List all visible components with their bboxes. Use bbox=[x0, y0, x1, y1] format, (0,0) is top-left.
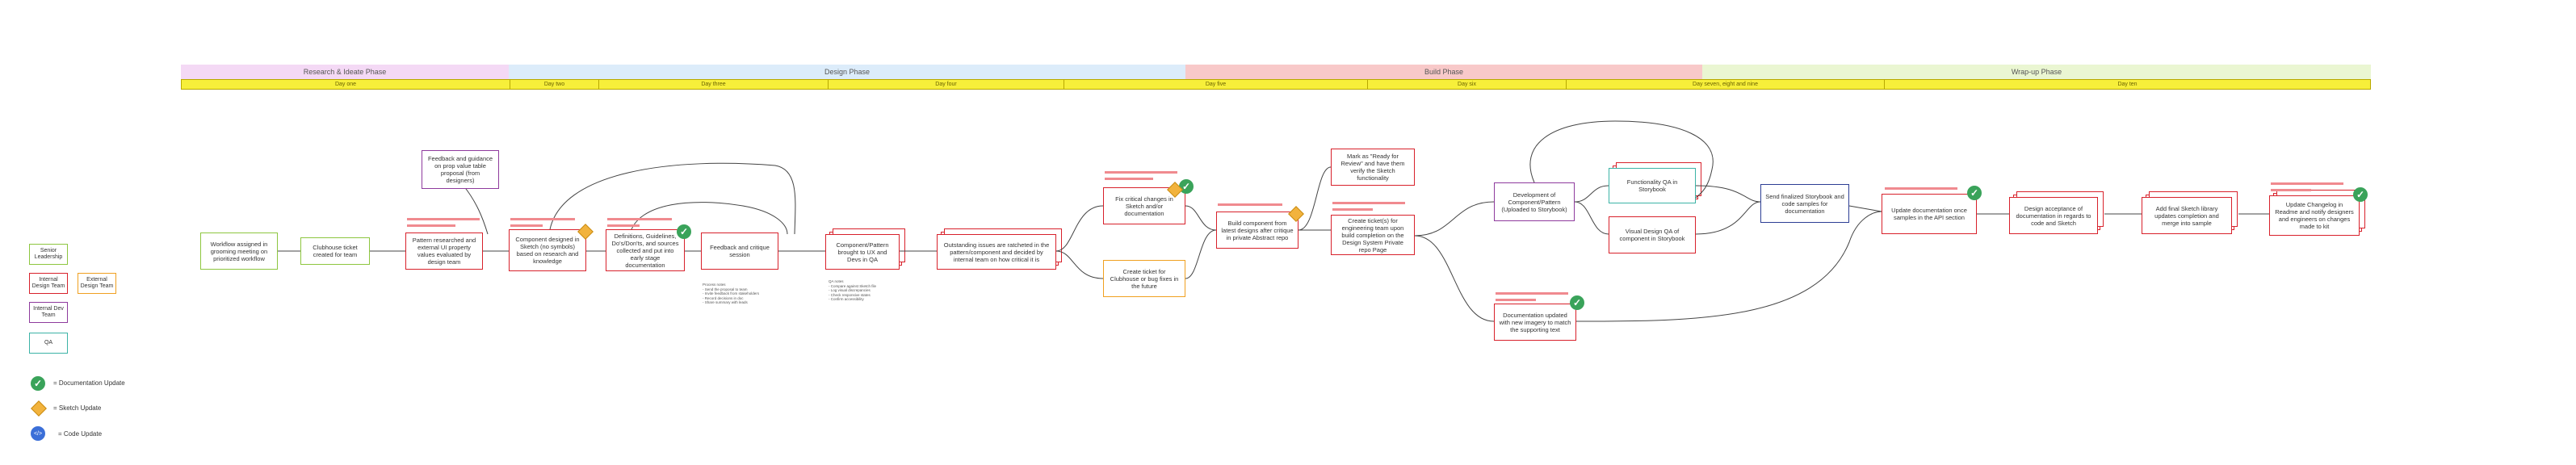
doc-marker bbox=[607, 224, 640, 227]
node-design-acceptance: Design acceptance of documentation in re… bbox=[2009, 191, 2104, 234]
node-feedback-critique: Feedback and critique session bbox=[701, 232, 778, 270]
legend-code-update-label: = Code Update bbox=[58, 430, 103, 438]
day-five: Day five bbox=[1064, 80, 1367, 89]
day-ten: Day ten bbox=[1884, 80, 2370, 89]
node-component-brought-qa: Component/Pattern brought to UX and Devs… bbox=[825, 228, 905, 270]
doc-marker bbox=[407, 218, 480, 220]
documentation-update-icon: ✓ bbox=[1967, 186, 1982, 200]
day-six: Day six bbox=[1367, 80, 1566, 89]
day-seven-eight-nine: Day seven, eight and nine bbox=[1566, 80, 1884, 89]
doc-marker bbox=[1885, 187, 1957, 190]
doc-marker bbox=[1332, 202, 1405, 204]
day-four: Day four bbox=[828, 80, 1064, 89]
doc-marker bbox=[1218, 203, 1282, 206]
node-mark-ready-review: Mark as "Ready for Review" and have them… bbox=[1331, 149, 1415, 186]
node-workflow-assigned: Workflow assigned in grooming meeting on… bbox=[200, 232, 278, 270]
doc-marker bbox=[510, 218, 575, 220]
legend-internal-dev-team: Internal Dev Team bbox=[29, 302, 68, 323]
node-definitions-guidelines: Definitions, Guidelines, Do's/Don'ts, an… bbox=[606, 229, 685, 271]
day-one: Day one bbox=[334, 82, 357, 87]
doc-marker bbox=[510, 224, 543, 227]
node-create-ticket-clubhouse: Create ticket for Clubhouse or bug fixes… bbox=[1103, 260, 1185, 297]
node-send-storybook: Send finalized Storybook and code sample… bbox=[1760, 184, 1849, 223]
doc-marker bbox=[407, 224, 455, 227]
node-visual-design-qa: Visual Design QA of component in Storybo… bbox=[1609, 216, 1696, 253]
node-component-designed: Component designed in Sketch (no symbols… bbox=[509, 229, 586, 271]
node-sketch-library-updates: Add final Sketch library updates complet… bbox=[2142, 191, 2238, 234]
doc-marker bbox=[1105, 171, 1177, 174]
legend-documentation-update-label: = Documentation Update bbox=[53, 379, 125, 387]
day-two: Day two bbox=[510, 80, 598, 89]
documentation-update-icon: ✓ bbox=[677, 224, 691, 239]
phase-research: Research & Ideate Phase bbox=[181, 65, 509, 79]
doc-marker bbox=[607, 218, 672, 220]
node-development-component: Development of Component/Pattern (Upload… bbox=[1494, 182, 1575, 221]
documentation-update-icon: ✓ bbox=[2353, 187, 2368, 202]
node-update-documentation: Update documentation once samples in the… bbox=[1882, 194, 1977, 234]
node-update-changelog: Update Changelog in Readme and notify de… bbox=[2269, 190, 2365, 236]
process-note: Process notes - Send the proposal to tea… bbox=[703, 283, 760, 304]
legend-qa: QA bbox=[29, 333, 68, 354]
documentation-update-icon: ✓ bbox=[1570, 295, 1584, 310]
phase-build: Build Phase bbox=[1185, 65, 1702, 79]
node-documentation-updated: Documentation updated with new imagery t… bbox=[1494, 304, 1576, 341]
legend-sketch-update-label: = Sketch Update bbox=[53, 404, 102, 412]
node-feedback-guidance: Feedback and guidance on prop value tabl… bbox=[422, 150, 499, 189]
doc-marker bbox=[2271, 182, 2343, 185]
qa-note: QA notes - Compare against Sketch file -… bbox=[829, 279, 877, 301]
doc-marker bbox=[1105, 178, 1153, 180]
doc-marker bbox=[1332, 208, 1373, 211]
node-outstanding-issues: Outstanding issues are ratcheted in the … bbox=[937, 228, 1062, 270]
node-build-component: Build component from latest designs afte… bbox=[1216, 212, 1298, 249]
legend-senior-leadership: Senior Leadership bbox=[29, 244, 68, 265]
phase-design: Design Phase bbox=[509, 65, 1185, 79]
day-timeline: Day one Day two Day three Day four Day f… bbox=[181, 79, 2371, 90]
day-three: Day three bbox=[598, 80, 828, 89]
code-update-icon: </> bbox=[31, 426, 45, 441]
node-create-engineering-ticket: Create ticket(s) for engineering team up… bbox=[1331, 215, 1415, 255]
documentation-update-icon: ✓ bbox=[31, 376, 45, 391]
doc-marker bbox=[2271, 189, 2311, 191]
node-clubhouse-ticket: Clubhouse ticket created for team bbox=[300, 237, 370, 265]
documentation-update-icon: ✓ bbox=[1179, 179, 1194, 194]
doc-marker bbox=[1496, 299, 1536, 301]
node-functionality-qa: Functionality QA in Storybook bbox=[1609, 162, 1701, 203]
legend-internal-design-team: Internal Design Team bbox=[29, 273, 68, 294]
doc-marker bbox=[1496, 292, 1568, 295]
legend-external-design-team: External Design Team bbox=[78, 273, 116, 294]
phase-wrapup: Wrap-up Phase bbox=[1702, 65, 2371, 79]
node-pattern-researched: Pattern researched and external UI prope… bbox=[405, 232, 483, 270]
